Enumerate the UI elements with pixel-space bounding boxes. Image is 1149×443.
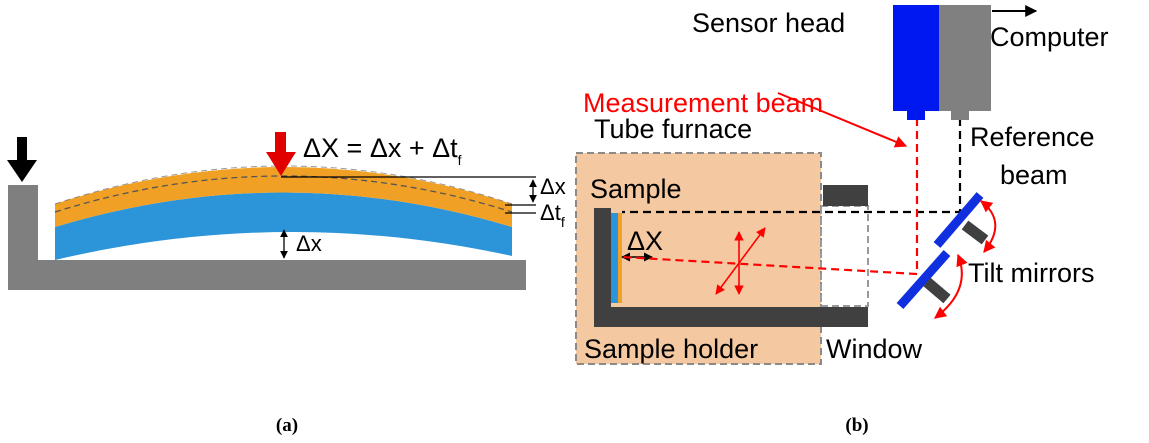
red-force-arrow-icon <box>266 132 296 176</box>
sensor-gray-nozzle <box>951 111 969 120</box>
sensor-blue-nozzle <box>907 111 925 120</box>
left-post <box>8 185 38 290</box>
tube-furnace-label: Tube furnace <box>594 114 752 144</box>
sample-film <box>618 213 622 303</box>
sample-holder-label: Sample holder <box>584 334 758 364</box>
reference-beam-label-2: beam <box>1000 160 1068 190</box>
film-layer <box>55 167 512 227</box>
upper-tilt-mirror <box>933 192 997 253</box>
push-arrow-icon <box>7 137 37 182</box>
original-film-outline <box>54 175 513 213</box>
sample-holder-vertical <box>594 208 611 324</box>
equation-label: ΔX = Δx + Δtf <box>303 133 462 168</box>
base-plate <box>38 260 526 290</box>
sample-holder-base <box>594 307 868 327</box>
panel-b: Tube furnace Window Sample holder Sample… <box>575 5 1109 436</box>
panel-a: ΔX = Δx + Δtf Δx Δtf Δx (a) <box>7 132 566 436</box>
dx-right-label: Δx <box>540 174 566 199</box>
measurement-beam-label: Measurement beam <box>583 88 823 118</box>
delta-x-label: ΔX <box>627 226 663 256</box>
sample-label: Sample <box>590 174 682 204</box>
window-region <box>820 205 869 307</box>
tilt-mirrors-label: Tilt mirrors <box>968 258 1094 288</box>
substrate-layer <box>55 192 512 260</box>
measurement-beam <box>621 118 919 276</box>
lower-tilt-mirror <box>896 250 968 319</box>
reference-beam-label-1: Reference <box>970 122 1095 152</box>
caption-a: (a) <box>276 415 298 436</box>
caption-b: (b) <box>845 415 868 436</box>
dt-right-label: Δtf <box>540 200 565 230</box>
measurement-pointer <box>777 92 908 148</box>
tilt-arrow-diagonal <box>715 227 766 295</box>
sensor-head-label: Sensor head <box>692 8 845 38</box>
sensor-head-gray <box>939 5 991 111</box>
top-block <box>823 185 868 206</box>
dx-gap-label: Δx <box>296 231 322 256</box>
computer-label: Computer <box>990 22 1109 52</box>
window-label: Window <box>826 334 923 364</box>
sensor-head-blue <box>893 5 939 111</box>
sample-substrate <box>611 213 618 303</box>
